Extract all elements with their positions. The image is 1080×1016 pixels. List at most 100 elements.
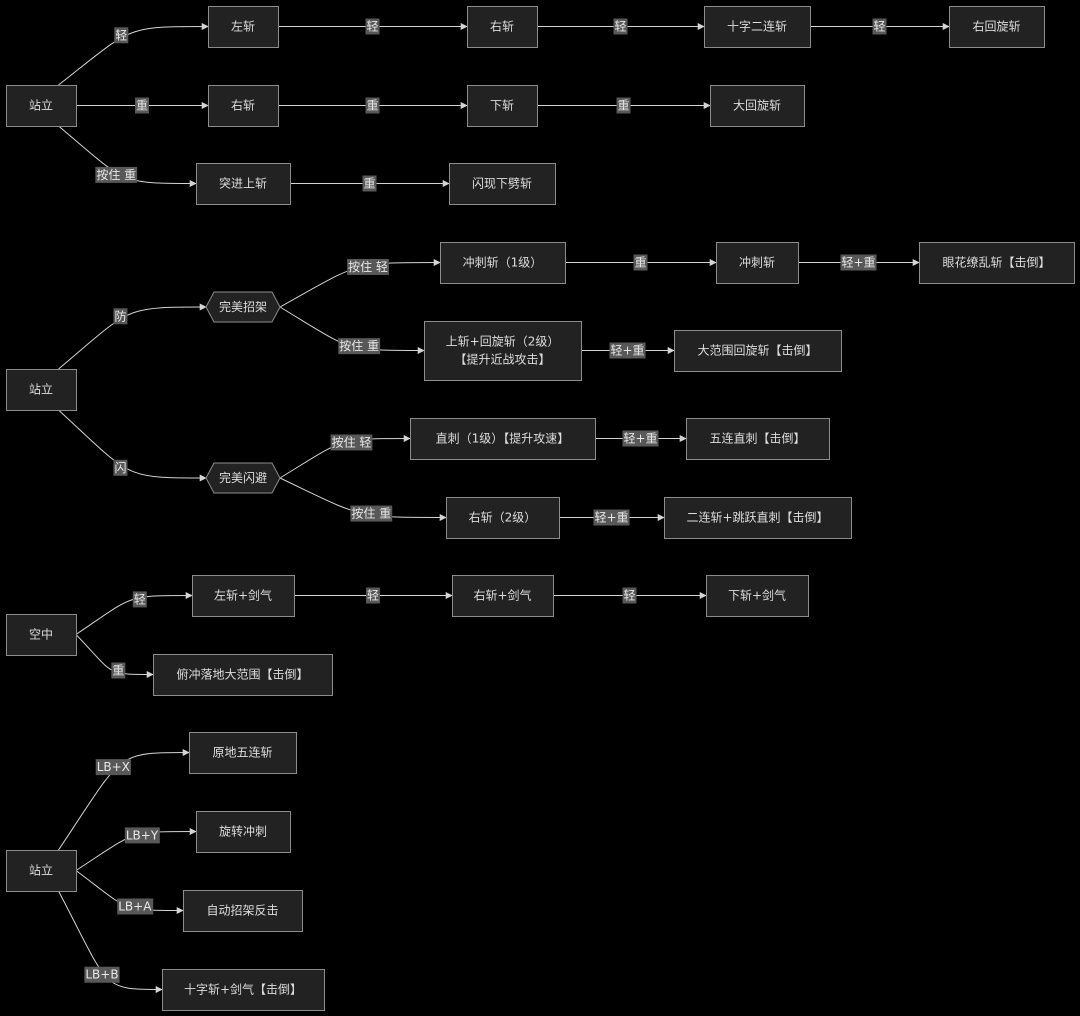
- node-label: 站立: [29, 863, 53, 878]
- edge-label-bg: [113, 459, 128, 476]
- edge-label-bg: [362, 175, 377, 192]
- edge-label-bg: [111, 662, 126, 679]
- node-label: 闪现下劈斩: [472, 176, 532, 191]
- node-box: [183, 890, 303, 932]
- node-label: 俯冲落地大范围【击倒】: [176, 667, 308, 682]
- node-s2: 站立: [6, 369, 77, 411]
- edge-label-text: 重: [366, 99, 378, 113]
- node-d1: 冲刺斩（1级）: [440, 242, 566, 284]
- edge-label-bg: [616, 97, 631, 114]
- node-f1: 直刺（1级）【提升攻速】: [410, 418, 596, 460]
- node-label: 下斩+剑气: [728, 588, 786, 603]
- node-h1: 左斩+剑气: [192, 575, 295, 617]
- nodes-layer: 站立左斩右斩十字二连斩右回旋斩右斩下斩大回旋斩突进上斩闪现下劈斩站立完美招架完美…: [6, 6, 1075, 1011]
- node-c1: 突进上斩: [196, 163, 291, 205]
- node-c2: 闪现下劈斩: [449, 163, 556, 205]
- edge-label-e1-e2: 轻+重: [609, 342, 646, 359]
- node-label: 冲刺斩: [739, 255, 775, 270]
- node-b2: 下斩: [467, 85, 538, 127]
- edge-label-text: 闪: [114, 461, 126, 475]
- edge-label-b2-b3: 重: [616, 97, 631, 114]
- edge-label-bg: [330, 434, 373, 451]
- edge-label-c1-c2: 重: [362, 175, 377, 192]
- edge-s2-p1: [58, 303, 207, 370]
- edge-label-s3-h1: 轻: [132, 591, 147, 608]
- node-label: 【提升近战攻击】: [454, 352, 550, 367]
- edge-label-bg: [134, 97, 150, 114]
- edge-label-s1-a1: 轻: [114, 27, 129, 44]
- edge-label-bg: [84, 966, 120, 983]
- node-p2: 完美闪避: [205, 462, 281, 494]
- node-j3: 自动招架反击: [183, 890, 303, 932]
- node-s3: 空中: [6, 614, 77, 656]
- decision-node-shape: [205, 462, 281, 494]
- node-label: 五连直刺【击倒】: [709, 431, 805, 446]
- edge-label-text: LB+Y: [126, 828, 159, 842]
- edge-label-bg: [365, 18, 380, 35]
- node-s4: 站立: [6, 850, 77, 892]
- node-a1: 左斩: [208, 6, 279, 48]
- node-box: [162, 969, 325, 1011]
- edge-label-text: 轻: [367, 589, 379, 603]
- edge-label-d1-d2: 重: [633, 254, 648, 271]
- node-h2: 右斩+剑气: [452, 575, 554, 617]
- node-e1: 上斩+回旋斩（2级）【提升近战攻击】: [424, 321, 582, 381]
- edge-label-text: 轻+重: [610, 344, 644, 358]
- node-box: [440, 242, 566, 284]
- edge-s3-h1: [75, 592, 193, 635]
- edge-label-text: LB+X: [97, 760, 130, 774]
- edge-label-text: 轻: [623, 589, 635, 603]
- edge-label-s4-j3: LB+A: [117, 898, 154, 915]
- node-box: [467, 6, 538, 48]
- node-box: [452, 575, 554, 617]
- edge-label-bg: [95, 759, 131, 776]
- node-a3: 十字二连斩: [704, 6, 811, 48]
- node-box: [664, 497, 852, 539]
- edge-s2-p2: [58, 409, 207, 482]
- edge-label-bg: [593, 509, 630, 526]
- node-label: 大回旋斩: [733, 99, 781, 113]
- edge-label-text: 按住 轻: [348, 260, 388, 274]
- edge-label-text: 按住 重: [339, 339, 379, 353]
- node-j2: 旋转冲刺: [196, 811, 291, 853]
- node-label: 十字二连斩: [727, 19, 787, 34]
- edge-label-p1-d1: 按住 轻: [347, 258, 389, 275]
- edge-label-bg: [350, 505, 393, 522]
- node-label: 下斩: [490, 99, 514, 113]
- node-box: [706, 575, 809, 617]
- node-label: 突进上斩: [219, 176, 267, 191]
- node-f2: 五连直刺【击倒】: [686, 418, 830, 460]
- node-label: 右斩: [231, 98, 255, 113]
- edge-label-p1-e1: 按住 重: [338, 338, 381, 355]
- node-e2: 大范围回旋斩【击倒】: [674, 330, 842, 372]
- edge-label-bg: [95, 166, 138, 183]
- edge-label-text: 轻: [614, 20, 626, 34]
- node-box: [446, 497, 560, 539]
- node-box: [192, 575, 295, 617]
- edge-label-text: 按住 轻: [332, 435, 372, 449]
- node-b3: 大回旋斩: [710, 85, 805, 127]
- node-box: [467, 85, 538, 127]
- node-label: 大范围回旋斩【击倒】: [697, 344, 817, 358]
- edge-label-text: 重: [363, 177, 375, 191]
- node-j4: 十字斩+剑气【击倒】: [162, 969, 325, 1011]
- node-box: [949, 6, 1045, 48]
- edge-label-bg: [114, 27, 129, 44]
- edge-label-text: LB+A: [118, 900, 152, 914]
- edge-label-text: 轻+重: [623, 432, 657, 446]
- node-label: 直刺（1级）【提升攻速】: [436, 431, 570, 446]
- decision-node-shape: [205, 291, 281, 323]
- node-label: 站立: [29, 382, 53, 397]
- node-label: 右斩+剑气: [473, 588, 531, 603]
- edge-label-p2-g1: 按住 重: [350, 505, 393, 522]
- node-label: 站立: [29, 98, 53, 113]
- edge-label-text: 轻+重: [841, 256, 875, 270]
- node-label: 冲刺斩（1级）: [463, 255, 543, 270]
- edge-label-bg: [613, 18, 628, 35]
- edge-label-g1-g2: 轻+重: [593, 509, 630, 526]
- edge-label-bg: [113, 308, 128, 325]
- node-box: [153, 654, 333, 696]
- node-i1: 俯冲落地大范围【击倒】: [153, 654, 333, 696]
- node-box: [686, 418, 830, 460]
- node-g2: 二连斩+跳跃直刺【击倒】: [664, 497, 852, 539]
